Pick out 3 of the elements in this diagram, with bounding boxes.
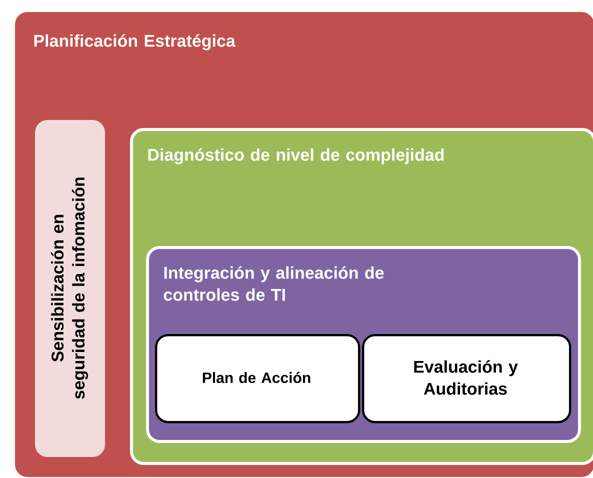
side-panel: Sensibilización en seguridad de la infomación: [35, 120, 105, 457]
process-box: Evaluación y Auditorias: [362, 334, 572, 424]
process-box: Plan de Acción: [155, 334, 360, 424]
